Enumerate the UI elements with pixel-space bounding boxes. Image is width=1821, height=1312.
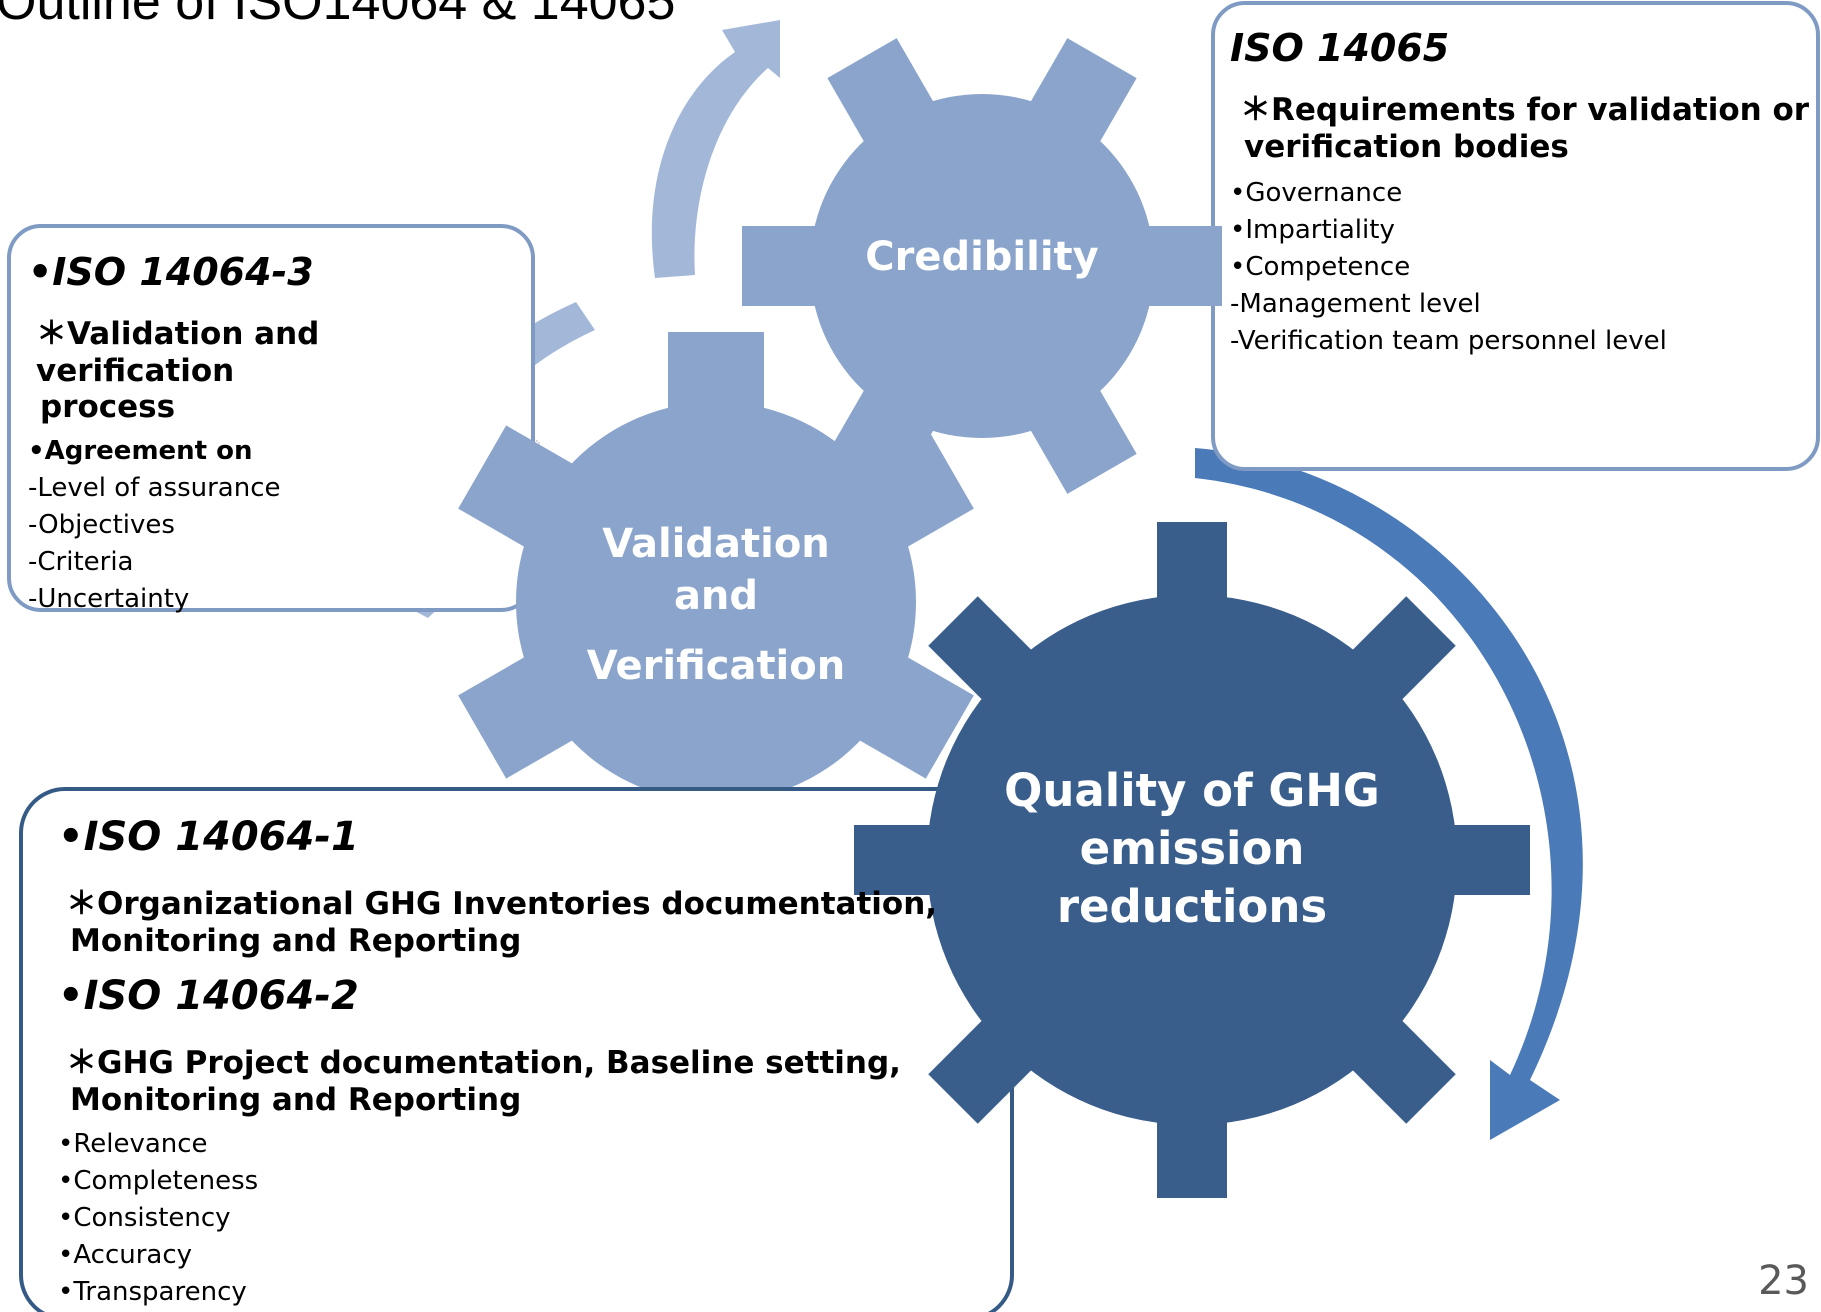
iso14064-2-subheading-line1: ＊GHG Project documentation, Baseline set… [66,1045,901,1081]
iso14064-3-box-frame [7,224,535,612]
iso14064-3-item: -Uncertainty [28,584,190,614]
iso14065-heading: ISO 14065 [1230,26,1450,70]
iso14064-1-2-box: •ISO 14064-1 ＊Organizational GHG Invento… [58,814,998,1311]
quality-label: Quality of GHG emission reductions [982,762,1402,936]
iso14064-2-list: •Relevance •Completeness •Consistency •A… [58,1126,998,1311]
arrow-to-quality [1195,448,1583,1140]
iso14065-item: •Governance [1230,178,1403,208]
iso14064-3-box: •ISO 14064-3 ＊Validation and verificatio… [28,250,528,618]
iso14065-item: -Management level [1230,289,1481,319]
iso14064-2-heading: •ISO 14064-2 [58,973,359,1019]
iso14064-2-item: •Transparency [58,1277,247,1307]
iso14064-3-subheading-line1: ＊Validation and verification [36,316,320,389]
validation-label-line3: Verification [586,643,846,689]
slide-title: Outline of ISO14064 & 14065 [0,0,676,31]
iso14064-2-item: •Accuracy [58,1240,193,1270]
arrow-to-title [651,20,780,278]
iso14064-2-item: •Completeness [58,1166,259,1196]
iso14064-3-heading: •ISO 14064-3 [28,250,314,294]
iso14064-1-subheading-line1: ＊Organizational GHG Inventories document… [66,886,938,922]
iso14065-item: -Verification team personnel level [1230,326,1667,356]
validation-label-line1: Validation [602,521,830,567]
quality-label-line1: Quality of GHG [1004,764,1380,817]
iso14064-3-subheading-line2: process [40,389,176,425]
quality-gear [854,522,1530,1198]
iso14064-2-item: •Consistency [58,1203,231,1233]
iso14064-1-heading: •ISO 14064-1 [58,814,359,860]
iso14064-3-item: -Level of assurance [28,473,281,503]
iso14064-3-item: -Objectives [28,510,175,540]
iso14065-subheading-line2: verification bodies [1244,129,1569,165]
iso14065-item: •Competence [1230,252,1411,282]
credibility-label: Credibility [865,234,1099,280]
validation-label-line2: and [673,573,759,619]
iso14064-3-agreement: •Agreement on [28,436,253,466]
validation-label: Validation and Verification [576,518,856,692]
iso14065-box: ISO 14065 ＊Requirements for validation o… [1230,26,1810,360]
iso14065-list: •Governance •Impartiality •Competence -M… [1230,175,1810,360]
quality-label-line3: reductions [1056,880,1328,933]
iso14064-3-item: -Criteria [28,547,134,577]
iso14064-2-subheading-line2: Monitoring and Reporting [70,1082,522,1118]
iso14065-item: •Impartiality [1230,215,1395,245]
quality-label-line2: emission [1079,822,1305,875]
iso14065-subheading-line1: ＊Requirements for validation or [1240,92,1810,128]
iso14064-2-item: •Relevance [58,1129,208,1159]
page-number: 23 [1758,1258,1809,1304]
iso14064-1-subheading-line2: Monitoring and Reporting [70,923,522,959]
